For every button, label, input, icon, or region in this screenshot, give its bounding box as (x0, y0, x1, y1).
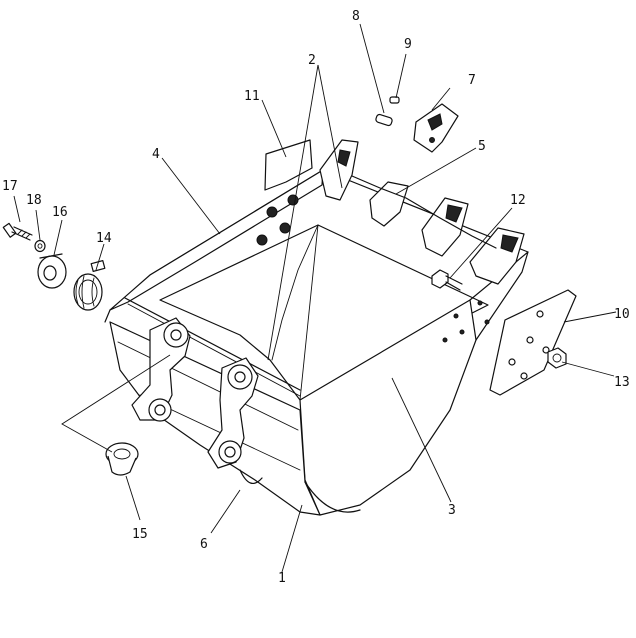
tooth-adapters (319, 139, 525, 285)
callout-2: 2 (308, 53, 316, 68)
callout-18: 18 (26, 193, 42, 208)
tooth-pin (375, 113, 393, 127)
callout-11: 11 (244, 89, 260, 104)
mounting-bracket-right (207, 357, 263, 485)
bushing (105, 442, 139, 476)
callout-7: 7 (468, 73, 476, 88)
callout-15: 15 (132, 527, 148, 542)
washer (34, 239, 46, 253)
callout-12: 12 (510, 193, 526, 208)
hex-bolt (2, 222, 33, 241)
callout-labels: 1 2 3 4 5 6 7 8 9 10 11 12 13 14 15 16 1… (2, 9, 630, 586)
tooth-point (413, 103, 459, 153)
callout-10: 10 (614, 307, 630, 322)
callout-5: 5 (478, 139, 486, 154)
cutter-bolt (431, 269, 463, 291)
callout-1: 1 (278, 571, 286, 586)
bucket-body (104, 169, 529, 516)
callout-4: 4 (152, 147, 160, 162)
callout-3: 3 (448, 503, 456, 518)
side-cutter-plate (489, 289, 577, 396)
callout-16: 16 (52, 205, 68, 220)
leader-lines (13, 23, 617, 573)
callout-6: 6 (200, 537, 208, 552)
callout-14: 14 (96, 231, 112, 246)
mounting-bracket-left (131, 317, 191, 422)
pin-lock (389, 96, 400, 104)
callout-17: 17 (2, 179, 18, 194)
callout-13: 13 (614, 375, 630, 390)
collar-ring (37, 253, 67, 289)
nut (547, 347, 567, 369)
callout-9: 9 (404, 37, 412, 52)
shim-stack (73, 259, 106, 311)
callout-8: 8 (352, 9, 360, 24)
